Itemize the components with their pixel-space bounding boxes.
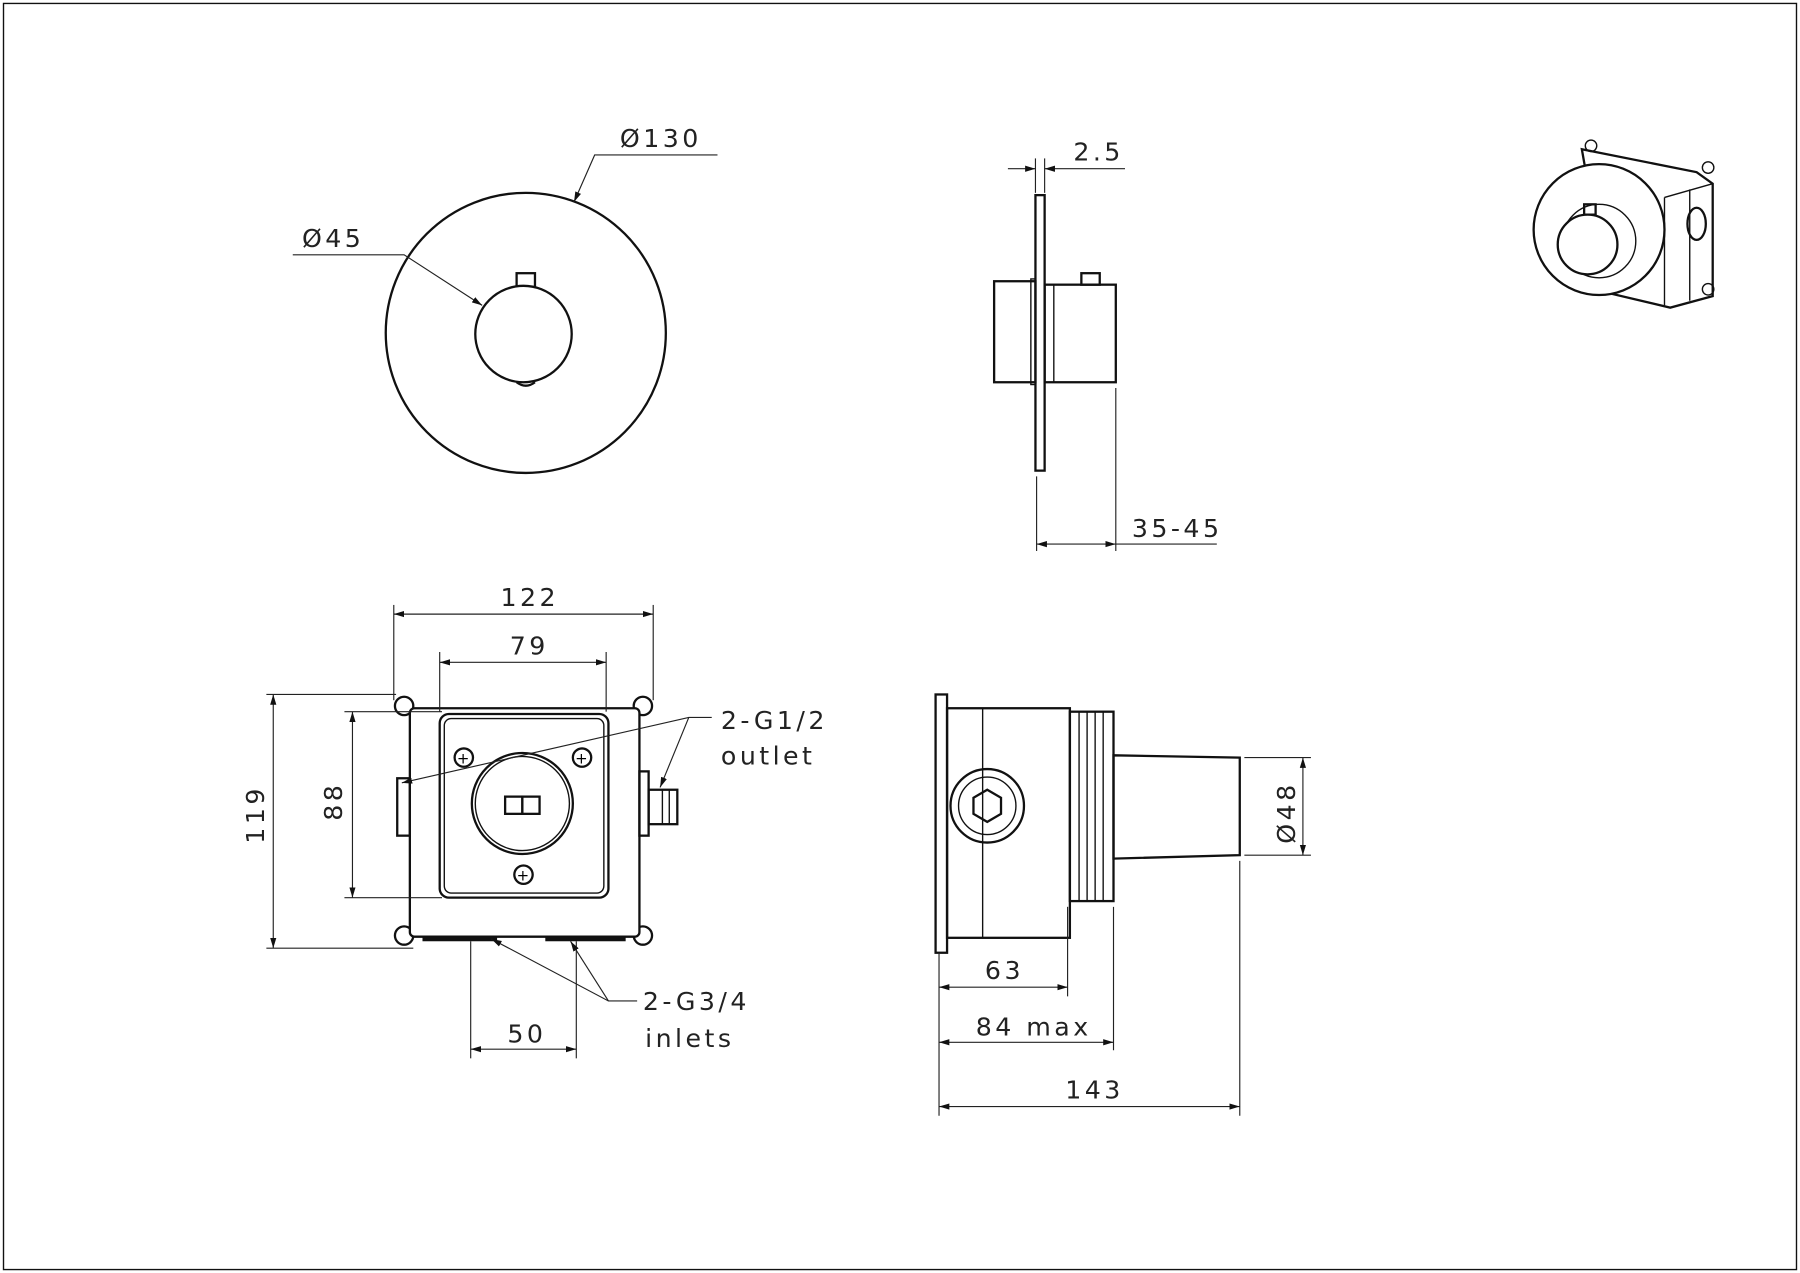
thread-section <box>1068 710 1115 903</box>
plate-diameter-label: Ø130 <box>620 124 702 153</box>
hex-nut <box>972 788 1003 824</box>
total-length-label: 143 <box>1065 1076 1124 1105</box>
valve-circle <box>470 751 575 856</box>
knob-diameter-label: Ø45 <box>302 224 364 253</box>
svg-text:+: + <box>575 749 588 767</box>
max-depth-label: 84 max <box>976 1012 1092 1041</box>
right-outlet <box>638 770 650 837</box>
inlet-port <box>949 767 1026 844</box>
svg-text:+: + <box>457 749 470 767</box>
box-width-label: 122 <box>501 583 560 612</box>
iso-knob <box>1556 213 1619 276</box>
knob-profile <box>992 280 1037 384</box>
plate-profile <box>1034 193 1046 472</box>
box-height-label: 119 <box>241 785 270 844</box>
svg-text:+: + <box>517 866 530 884</box>
box-side-view: 63 84 max 143 Ø48 <box>934 693 1311 1116</box>
outlet-label-line2: outlet <box>721 741 815 770</box>
front-view: Ø130 Ø45 <box>292 124 718 475</box>
inner-height-label: 88 <box>319 782 348 821</box>
box-cover <box>438 712 610 899</box>
projection-label: 35-45 <box>1132 514 1223 543</box>
isometric-view <box>1532 139 1715 309</box>
plate-thickness-label: 2.5 <box>1073 138 1123 167</box>
side-view: 2.5 35-45 <box>992 138 1223 551</box>
mounting-flange <box>934 693 949 954</box>
depth-label: 63 <box>985 956 1024 985</box>
inner-width-label: 79 <box>510 631 549 660</box>
stem <box>1112 754 1241 860</box>
knob <box>474 284 573 384</box>
inlet-label-line1: 2-G3/4 <box>643 987 750 1016</box>
outlet-label-line1: 2-G1/2 <box>721 706 828 735</box>
screw-icons: + + + <box>453 747 593 886</box>
body-profile <box>1043 283 1117 384</box>
cover-plate <box>384 191 667 475</box>
left-outlet <box>396 777 412 837</box>
stem-diameter-label: Ø48 <box>1272 781 1301 843</box>
box-front-view: + + + 122 79 119 88 50 2-G1/2 outlet 2-G… <box>241 583 828 1059</box>
box-side-body <box>945 707 1072 939</box>
inlet-label-line2: inlets <box>645 1024 734 1053</box>
inlet-spacing-label: 50 <box>507 1019 546 1048</box>
